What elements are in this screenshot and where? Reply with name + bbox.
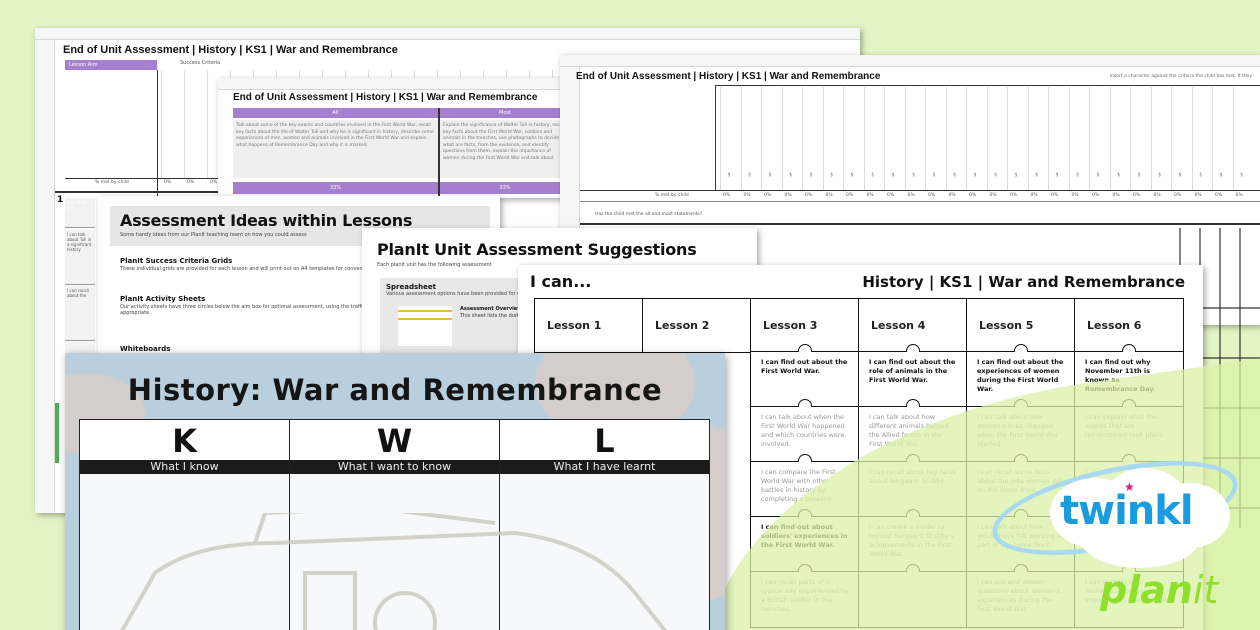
assessment-ideas-subtitle: Some handy ideas from our PlanIt teachin… (120, 232, 307, 238)
unit-suggestions-title: PlanIt Unit Assessment Suggestions (377, 240, 697, 259)
kwl-write-area[interactable] (80, 474, 289, 630)
all-criteria-text: Talk about some of the key events and co… (233, 120, 438, 178)
kwl-letter: L (594, 422, 615, 460)
col-most-header: Most (440, 108, 568, 118)
pct-met-label: % met by child (95, 180, 129, 185)
row-cell: I can find out (65, 198, 95, 228)
lesson-header: Lesson 2 (642, 298, 752, 353)
mini-spreadsheet-icon (398, 306, 452, 346)
col-all-header: All (233, 108, 438, 118)
kwl-column-l: L What I have learnt (499, 419, 710, 630)
column-header-row (218, 78, 568, 90)
lesson-header: Lesson 1 (534, 298, 644, 353)
spreadsheet-summary: End of Unit Assessment | History | KS1 |… (218, 78, 568, 198)
summary-title: End of Unit Assessment | History | KS1 |… (233, 92, 538, 103)
pct-met-label: % met by child (655, 193, 689, 198)
row-number-one: 1 (57, 195, 64, 205)
row-cell: I can recall about the (65, 286, 95, 341)
kwl-caption: What I know (80, 460, 289, 474)
insert-note: Insert a character against the criteria … (1109, 74, 1252, 79)
column-header-row (35, 28, 860, 40)
kwl-letter: K (172, 422, 197, 460)
unit-suggestions-subtitle: Each planit unit has the following asses… (377, 262, 492, 268)
star-icon: ★ (1124, 480, 1135, 494)
spreadsheet-title: End of Unit Assessment | History | KS1 |… (63, 44, 398, 56)
i-can-breadcrumb: History | KS1 | War and Remembrance (862, 273, 1185, 291)
kwl-caption: What I have learnt (500, 460, 709, 474)
ican-cell: I can recall parts of a typical day expe… (750, 564, 860, 628)
assessment-ideas-title: Assessment Ideas within Lessons (120, 211, 413, 230)
twinkl-wordmark: twinkl (1060, 488, 1194, 534)
ican-cell (858, 564, 968, 628)
kwl-caption: What I want to know (290, 460, 499, 474)
right-sheet-title: End of Unit Assessment | History | KS1 |… (576, 71, 881, 82)
column-header-row (560, 55, 1260, 67)
planit-wordmark: planit (1100, 568, 1219, 612)
i-can-title: I can... (530, 272, 592, 291)
most-pct: 33% (440, 182, 568, 194)
success-criteria-header: Success Criteria (180, 60, 221, 66)
kwl-letter: W (376, 422, 413, 460)
all-pct: 33% (233, 182, 438, 194)
section-whiteboards: Whiteboards (120, 345, 171, 353)
kwl-title: History: War and Remembrance (127, 373, 663, 407)
lesson-aim-header: Lesson Aim (65, 60, 157, 70)
kwl-write-area[interactable] (500, 474, 709, 630)
kwl-column-w: W What I want to know (289, 419, 500, 630)
kwl-grid-page: History: War and Remembrance K What I kn… (65, 353, 725, 630)
kwl-column-k: K What I know (79, 419, 290, 630)
kwl-write-area[interactable] (290, 474, 499, 630)
row-cell: I can talk about Tull in a significant h… (65, 230, 95, 285)
row-number-gutter (35, 40, 55, 513)
met-question: Has the child met the all and most state… (595, 212, 703, 217)
twinkl-planit-logo: twinkl ★ planit (984, 442, 1246, 628)
most-criteria-text: Explain the significance of Walter Tull … (440, 120, 568, 178)
